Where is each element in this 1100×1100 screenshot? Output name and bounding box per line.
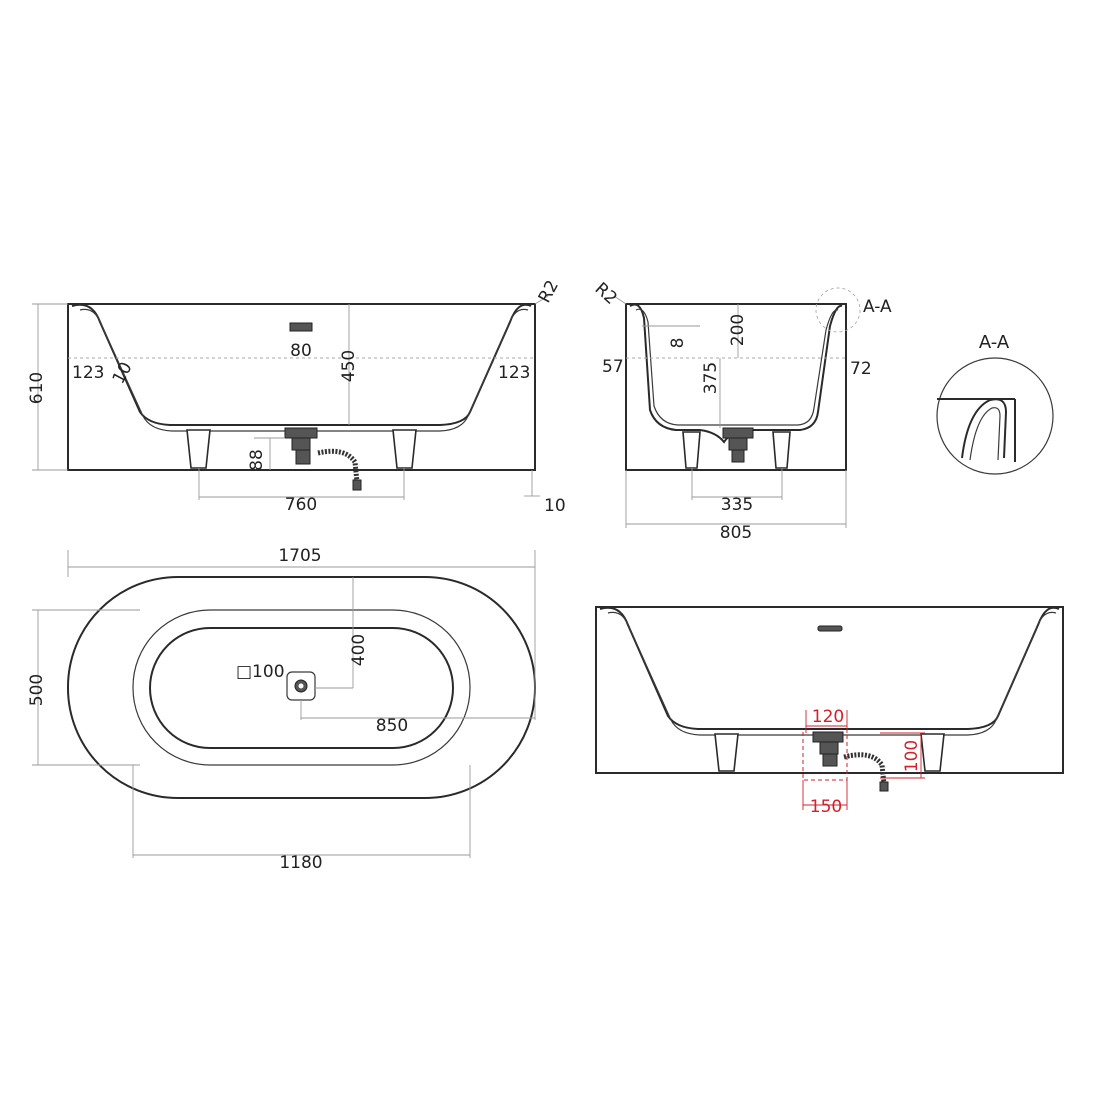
front-inner-depth-label: 450 [339, 350, 359, 382]
side-view-section-circle [815, 287, 861, 333]
top-drain-from-side-label: 400 [349, 634, 369, 666]
clearance-depth-label: 150 [810, 797, 842, 817]
side-view-drain [722, 427, 754, 463]
clearance-width-label: 120 [812, 707, 844, 727]
detail-profile [961, 398, 1008, 459]
side-section-marker-label: A-A [863, 297, 892, 317]
top-inner-length-label: 1180 [279, 853, 322, 873]
side-view-outer-outline [625, 303, 847, 471]
front-leg-spacing-label: 760 [285, 495, 317, 515]
clearance-height-label: 100 [902, 740, 922, 772]
side-slope-thickness-label: 8 [668, 338, 688, 349]
front-base-offset-label: 10 [544, 496, 566, 516]
front-view-drain [284, 427, 362, 491]
front-wall-thickness-label: 10 [109, 359, 137, 387]
clearance-view-inner-outline [599, 606, 1060, 730]
drain-clearance-view: 120 100 150 [595, 606, 1064, 817]
detail-circle [936, 357, 1054, 475]
side-leg-spacing-label: 335 [721, 495, 753, 515]
clearance-view-leg-left [714, 733, 739, 772]
front-drain-height-label: 88 [247, 449, 267, 471]
side-view: R2 8 200 375 57 72 335 805 A-A [591, 279, 892, 543]
side-lower-depth-label: 375 [701, 362, 721, 394]
front-view: 610 123 10 80 450 123 R2 88 760 10 [27, 277, 566, 516]
top-length-label: 1705 [278, 546, 321, 566]
side-view-inner-outline [629, 303, 843, 444]
side-view-leg-right [772, 431, 791, 469]
front-view-outer-outline [67, 303, 536, 471]
side-view-inner-wall [635, 308, 839, 426]
side-corner-radius-label: R2 [591, 279, 621, 309]
clearance-zone-outline [802, 732, 848, 781]
front-view-leg-right [392, 429, 417, 469]
top-drain-square-label: □100 [236, 662, 285, 682]
side-upper-depth-label: 200 [728, 314, 748, 346]
front-view-leg-left [186, 429, 211, 469]
front-view-inner-outline [71, 303, 532, 426]
side-width-label: 805 [720, 523, 752, 543]
side-right-offset-label: 72 [850, 359, 872, 379]
top-view-rim-outline [132, 609, 471, 766]
detail-title: A-A [979, 332, 1010, 353]
front-rim-right-label: 123 [498, 363, 530, 383]
side-view-leg-left [682, 431, 701, 469]
clearance-view-overflow [817, 625, 843, 632]
top-view-drain [286, 671, 316, 701]
front-overflow-label: 80 [290, 341, 312, 361]
top-view-basin-outline [149, 627, 454, 749]
front-height-label: 610 [27, 372, 47, 404]
side-left-offset-label: 57 [602, 357, 624, 377]
clearance-view-outer-outline [595, 606, 1064, 774]
front-rim-left-label: 123 [72, 363, 104, 383]
top-drain-from-end-label: 850 [376, 716, 408, 736]
clearance-view-leg-right [920, 733, 945, 772]
front-view-overflow [289, 322, 313, 332]
top-width-label: 500 [27, 674, 47, 706]
detail-profile-inner [969, 407, 1001, 461]
top-view: 1705 500 □100 400 850 1180 [27, 546, 536, 873]
clearance-view-drain [812, 731, 889, 792]
detail-section: A-A [936, 332, 1054, 475]
